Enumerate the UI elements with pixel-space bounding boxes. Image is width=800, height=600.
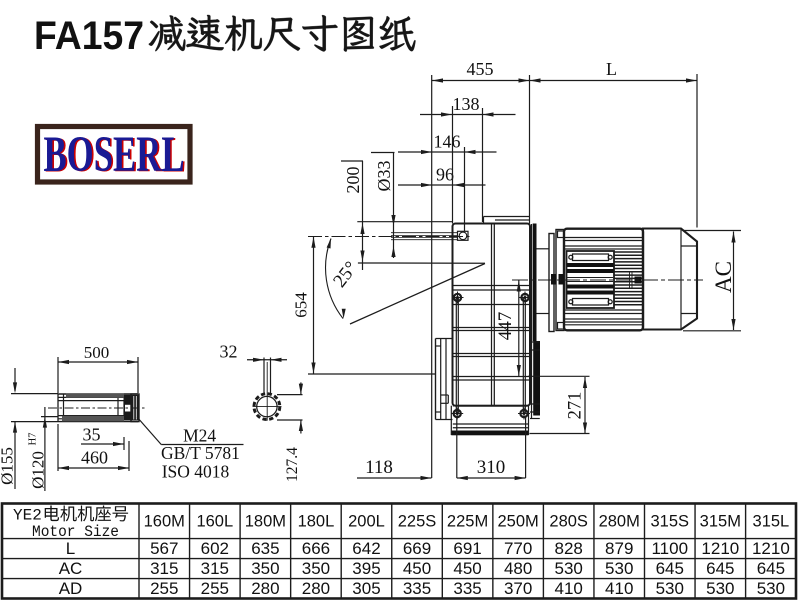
svg-text:Ø120: Ø120 xyxy=(29,451,48,489)
svg-text:669: 669 xyxy=(403,539,431,558)
svg-text:ISO 4018: ISO 4018 xyxy=(162,462,230,482)
svg-text:GB/T 5781: GB/T 5781 xyxy=(161,443,240,463)
svg-text:255: 255 xyxy=(201,579,229,598)
svg-text:530: 530 xyxy=(656,579,684,598)
svg-text:645: 645 xyxy=(706,559,734,578)
svg-text:450: 450 xyxy=(453,559,481,578)
svg-text:160M: 160M xyxy=(144,513,185,531)
svg-text:310: 310 xyxy=(477,457,506,478)
svg-text:200L: 200L xyxy=(348,513,385,531)
svg-text:395: 395 xyxy=(352,559,380,578)
svg-text:315: 315 xyxy=(150,559,178,578)
svg-text:Ø155: Ø155 xyxy=(0,447,17,485)
svg-text:127.4: 127.4 xyxy=(284,447,301,482)
svg-text:635: 635 xyxy=(251,539,279,558)
svg-text:BOSERL: BOSERL xyxy=(45,128,186,184)
svg-text:450: 450 xyxy=(403,559,431,578)
svg-text:YE2: YE2 xyxy=(13,507,42,525)
svg-text:146: 146 xyxy=(434,132,461,152)
svg-text:567: 567 xyxy=(150,539,178,558)
svg-text:200: 200 xyxy=(343,167,363,194)
svg-text:530: 530 xyxy=(757,579,785,598)
svg-text:225S: 225S xyxy=(398,513,437,531)
svg-text:530: 530 xyxy=(706,579,734,598)
svg-text:350: 350 xyxy=(302,559,330,578)
svg-text:AC: AC xyxy=(59,559,83,578)
svg-text:96: 96 xyxy=(436,165,454,185)
svg-text:250M: 250M xyxy=(497,513,538,531)
svg-text:180M: 180M xyxy=(245,513,286,531)
svg-text:828: 828 xyxy=(554,539,582,558)
svg-text:530: 530 xyxy=(605,559,633,578)
svg-text:480: 480 xyxy=(504,559,532,578)
svg-text:280: 280 xyxy=(251,579,279,598)
svg-text:335: 335 xyxy=(453,579,481,598)
svg-text:280: 280 xyxy=(302,579,330,598)
svg-text:32: 32 xyxy=(220,342,238,362)
svg-text:315: 315 xyxy=(201,559,229,578)
svg-text:370: 370 xyxy=(504,579,532,598)
svg-text:500: 500 xyxy=(84,343,110,362)
svg-text:1210: 1210 xyxy=(752,539,790,558)
svg-text:447: 447 xyxy=(495,312,516,341)
svg-text:410: 410 xyxy=(605,579,633,598)
svg-text:1210: 1210 xyxy=(701,539,739,558)
svg-text:35: 35 xyxy=(83,425,101,445)
svg-text:315L: 315L xyxy=(753,513,790,531)
svg-text:AD: AD xyxy=(59,579,83,598)
svg-text:770: 770 xyxy=(504,539,532,558)
svg-text:280M: 280M xyxy=(599,513,640,531)
svg-text:1100: 1100 xyxy=(651,539,688,558)
svg-text:455: 455 xyxy=(467,59,494,79)
svg-text:L: L xyxy=(66,539,75,558)
svg-text:350: 350 xyxy=(251,559,279,578)
svg-text:M24: M24 xyxy=(183,426,216,446)
svg-text:460: 460 xyxy=(81,448,108,468)
svg-text:255: 255 xyxy=(150,579,178,598)
svg-text:642: 642 xyxy=(352,539,380,558)
svg-text:315M: 315M xyxy=(700,513,741,531)
svg-text:225M: 225M xyxy=(447,513,488,531)
svg-text:602: 602 xyxy=(201,539,229,558)
svg-text:410: 410 xyxy=(554,579,582,598)
svg-text:138: 138 xyxy=(453,94,480,114)
svg-text:160L: 160L xyxy=(196,513,233,531)
svg-text:H7: H7 xyxy=(28,433,39,446)
svg-text:654: 654 xyxy=(292,292,311,318)
svg-text:FA157: FA157 xyxy=(34,14,144,58)
svg-text:305: 305 xyxy=(352,579,380,598)
svg-text:280S: 280S xyxy=(549,513,588,531)
svg-text:666: 666 xyxy=(302,539,330,558)
svg-text:BOSERL: BOSERL xyxy=(44,127,185,183)
svg-text:645: 645 xyxy=(757,559,785,578)
svg-text:Motor Size: Motor Size xyxy=(32,523,119,541)
svg-text:315S: 315S xyxy=(651,513,690,531)
svg-text:879: 879 xyxy=(605,539,633,558)
svg-text:AC: AC xyxy=(711,261,736,293)
svg-text:180L: 180L xyxy=(298,513,335,531)
svg-text:645: 645 xyxy=(656,559,684,578)
svg-text:530: 530 xyxy=(554,559,582,578)
svg-text:691: 691 xyxy=(453,539,481,558)
svg-text:Ø33: Ø33 xyxy=(374,161,394,192)
svg-text:118: 118 xyxy=(365,457,393,478)
svg-text:271: 271 xyxy=(566,392,586,420)
svg-text:L: L xyxy=(606,59,617,79)
svg-text:335: 335 xyxy=(403,579,431,598)
